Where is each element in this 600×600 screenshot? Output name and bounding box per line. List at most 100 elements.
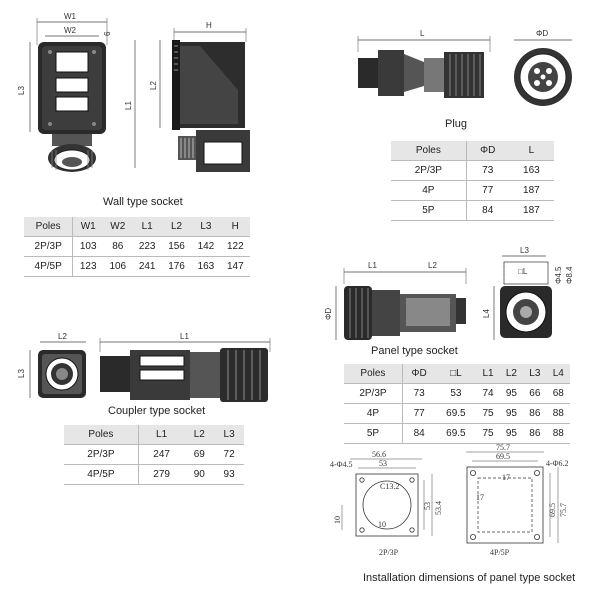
- plug-caption: Plug: [445, 118, 468, 130]
- dim-coupler-l3: L3: [17, 369, 26, 378]
- dim-install-4phi45: 4-Φ4.5: [330, 460, 353, 469]
- coupler-table-cell: 90: [184, 464, 215, 485]
- wall-table-cell: 156: [161, 236, 192, 257]
- wall-table-cell: 86: [103, 236, 133, 257]
- dim-w2: W2: [64, 26, 77, 35]
- dim-install-53b: 53: [423, 502, 432, 510]
- coupler-table-header: L2: [184, 425, 215, 445]
- panel-table-cell: 4P: [344, 403, 403, 424]
- dim-coupler-l1: L1: [180, 332, 189, 341]
- dim-install-53a: 53: [379, 459, 387, 468]
- dim-install-17b: 17: [502, 473, 510, 482]
- panel-table-header: L4: [546, 364, 570, 384]
- panel-table-cell: 86: [523, 403, 547, 424]
- dim-panel-phid: ΦD: [324, 308, 333, 320]
- panel-table-header: □L: [435, 364, 477, 384]
- dim-wall-l3: L3: [17, 86, 26, 95]
- panel-table-cell: 2P/3P: [344, 383, 403, 404]
- dim-install-10a: 10: [333, 516, 342, 524]
- wall-table-cell: 147: [220, 256, 250, 277]
- panel-table-header: Poles: [344, 364, 403, 384]
- dim-wall-l1: L1: [124, 101, 133, 110]
- panel-table-cell: 77: [402, 403, 436, 424]
- dim-panel-l4: L4: [482, 309, 491, 318]
- panel-table-cell: 68: [546, 383, 570, 404]
- wall-table-cell: 122: [220, 236, 250, 257]
- dim-install-695a: 69.5: [496, 452, 510, 461]
- dim-panel-phi45: Φ4.5: [554, 266, 563, 284]
- wall-table-cell: 2P/3P: [24, 236, 74, 257]
- coupler-table-cell: 247: [138, 444, 185, 465]
- dim-panel-l2: L2: [428, 261, 437, 270]
- plug-table-cell: 4P: [391, 180, 467, 201]
- wall-socket-caption: Wall type socket: [103, 196, 183, 208]
- panel-table-cell: 69.5: [435, 423, 477, 444]
- coupler-table-cell: 72: [214, 444, 244, 465]
- dim-plug-phid: ΦD: [536, 29, 548, 38]
- panel-table-cell: 74: [476, 383, 500, 404]
- dim-install-2p3p: 2P/3P: [379, 548, 399, 557]
- panel-table-cell: 75: [476, 403, 500, 424]
- dim-install-695b: 69.5: [548, 503, 557, 517]
- dim-panel-l3: L3: [520, 246, 529, 255]
- wall-table-cell: 123: [72, 256, 104, 277]
- dim-install-4phi62: 4-Φ6.2: [546, 459, 569, 468]
- wall-table-cell: 4P/5P: [24, 256, 74, 277]
- coupler-table-header: Poles: [64, 425, 139, 445]
- coupler-table-cell: 4P/5P: [64, 464, 139, 485]
- coupler-table-cell: 279: [138, 464, 185, 485]
- panel-table-header: ΦD: [402, 364, 436, 384]
- panel-table-cell: 66: [523, 383, 547, 404]
- coupler-table-cell: 2P/3P: [64, 444, 139, 465]
- coupler-table-header: L3: [214, 425, 244, 445]
- wall-table-cell: 176: [161, 256, 192, 277]
- wall-table-header: Poles: [24, 217, 74, 237]
- coupler-caption: Coupler type socket: [108, 405, 206, 417]
- coupler-table-cell: 93: [214, 464, 244, 485]
- dim-panel-phi84: Φ8.4: [565, 266, 574, 284]
- wall-table-cell: 163: [191, 256, 221, 277]
- panel-table-cell: 5P: [344, 423, 403, 444]
- panel-table-cell: 95: [499, 383, 524, 404]
- dim-plug-l: L: [420, 29, 425, 38]
- panel-table-header: L2: [499, 364, 524, 384]
- coupler-table-cell: 69: [184, 444, 215, 465]
- panel-table-header: L3: [523, 364, 547, 384]
- plug-table-cell: 73: [466, 160, 509, 181]
- plug-table-cell: 187: [508, 200, 554, 221]
- dim-h: H: [206, 21, 212, 30]
- dim-coupler-l2: L2: [58, 332, 67, 341]
- plug-table-cell: 187: [508, 180, 554, 201]
- plug-table-cell: 5P: [391, 200, 467, 221]
- wall-table-header: L1: [132, 217, 162, 237]
- panel-caption: Panel type socket: [371, 345, 458, 357]
- plug-table-cell: 84: [466, 200, 509, 221]
- dim-install-10b: 10: [378, 520, 386, 529]
- wall-table-cell: 106: [103, 256, 133, 277]
- panel-table-cell: 88: [546, 423, 570, 444]
- panel-table-header: L1: [476, 364, 500, 384]
- panel-table-cell: 95: [499, 423, 524, 444]
- panel-table-cell: 69.5: [435, 403, 477, 424]
- dim-install-534: 53.4: [434, 501, 443, 515]
- plug-table-header: Poles: [391, 141, 467, 161]
- plug-table-header: ΦD: [466, 141, 509, 161]
- panel-table-cell: 84: [402, 423, 436, 444]
- plug-table-header: L: [508, 141, 554, 161]
